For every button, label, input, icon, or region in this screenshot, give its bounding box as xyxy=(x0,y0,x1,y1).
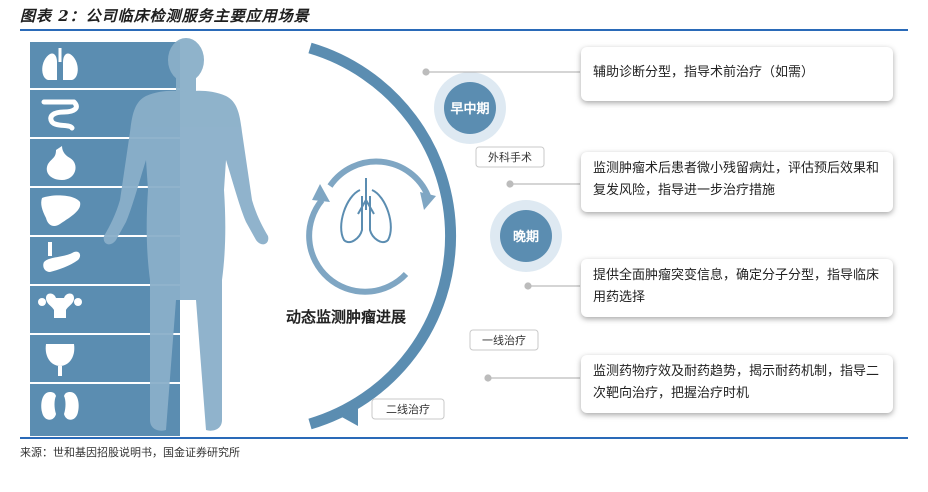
treatment-label-surgery: 外科手术 xyxy=(488,150,532,164)
top-rule xyxy=(20,29,908,31)
source-note: 来源：世和基因招股说明书，国金证券研究所 xyxy=(20,446,240,459)
treatment-label-first-line: 一线治疗 xyxy=(482,333,526,347)
stage-circle-early xyxy=(444,82,496,134)
stage-circle-late xyxy=(500,210,552,262)
liver-icon xyxy=(41,195,81,226)
lung-icon xyxy=(340,178,392,244)
cycle-arrow-bottom xyxy=(312,184,330,202)
stage-label-late: 晚期 xyxy=(513,229,539,245)
note-card-3: 提供全面肿瘤突变信息，确定分子分型，指导临床用药选择 xyxy=(581,259,893,317)
human-body-silhouette xyxy=(103,38,269,431)
note-card-2: 监测肿瘤术后患者微小残留病灶，评估预后效果和复发风险，指导进一步治疗措施 xyxy=(581,152,893,212)
center-label: 动态监测肿瘤进展 xyxy=(286,308,406,326)
connector-dot-2 xyxy=(506,180,514,188)
cycle-arc-top xyxy=(327,158,431,198)
note-card-4: 监测药物疗效及耐药趋势，揭示耐药机制，指导二次靶向治疗，把握治疗时机 xyxy=(581,355,893,413)
treatment-tag-second-line xyxy=(371,398,445,420)
cycle-arrow-top xyxy=(420,192,436,210)
figure-title: 图表 2：公司临床检测服务主要应用场景 xyxy=(20,7,310,25)
treatment-tag-surgery xyxy=(475,146,545,168)
stomach-icon xyxy=(46,146,76,180)
treatment-tag-first-line xyxy=(469,329,539,351)
stage-label-early: 早中期 xyxy=(450,101,489,117)
connector-dot-4 xyxy=(484,374,492,382)
intestine-icon xyxy=(41,99,79,131)
bladder-icon xyxy=(45,344,75,376)
timeline-arc xyxy=(308,42,457,430)
arc-arrowhead xyxy=(340,406,358,426)
note-card-1: 辅助诊断分型，指导术前治疗（如需） xyxy=(581,47,893,101)
connector-dot-1 xyxy=(422,68,430,76)
lungs-icon xyxy=(42,48,78,80)
treatment-label-second-line: 二线治疗 xyxy=(386,402,430,416)
pancreas-icon xyxy=(43,242,81,272)
kidney-icon xyxy=(41,392,79,420)
bottom-rule xyxy=(20,437,908,439)
connector-dot-3 xyxy=(524,282,532,290)
uterus-icon xyxy=(38,293,82,318)
cycle-arc-bottom xyxy=(306,198,409,295)
